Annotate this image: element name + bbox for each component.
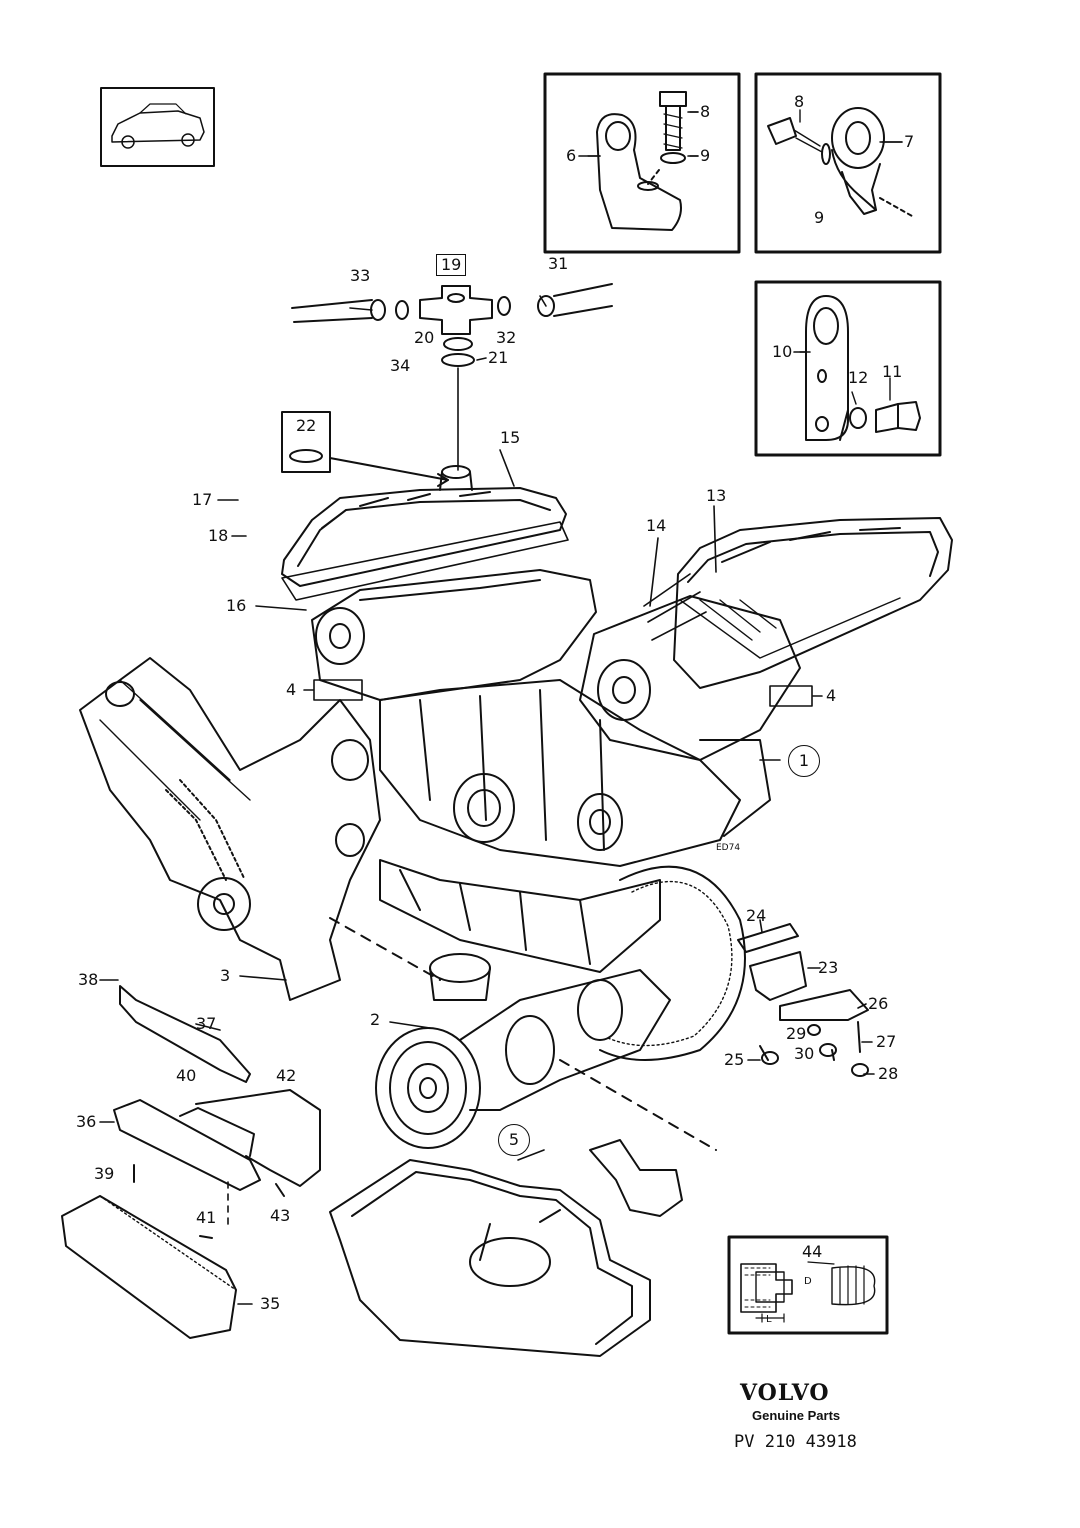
callout-33: 33 [350, 266, 371, 285]
callout-41: 41 [196, 1208, 217, 1227]
oil-pump [589, 1139, 683, 1217]
crank-seal-parts [61, 985, 321, 1339]
callout-42: 42 [276, 1066, 297, 1085]
callout-17: 17 [192, 490, 213, 509]
callout-36: 36 [76, 1112, 97, 1131]
brand-tagline: Genuine Parts [752, 1408, 841, 1423]
callout-25: 25 [724, 1050, 745, 1069]
callout-4b: 4 [826, 686, 837, 705]
callout-37: 37 [196, 1014, 217, 1033]
callout-34: 34 [390, 356, 411, 375]
callout-28: 28 [878, 1064, 899, 1083]
engine-mount [737, 923, 869, 1077]
callout-18: 18 [208, 526, 229, 545]
inset-bracket-10 [754, 280, 942, 457]
drawing-signature: ED74 [716, 843, 741, 853]
assembly-lines [329, 917, 717, 1151]
leader-lines [99, 111, 903, 1305]
callout-31: 31 [548, 254, 569, 273]
brand-logo: VOLVO [740, 1380, 830, 1406]
callout-8b: 8 [794, 92, 805, 111]
callout-27: 27 [876, 1032, 897, 1051]
rocker-cover-left [281, 465, 567, 587]
callout-44: 44 [802, 1242, 823, 1261]
dimension-l: L [766, 1314, 772, 1325]
callout-40: 40 [176, 1066, 197, 1085]
callout-32: 32 [496, 328, 517, 347]
callout-38: 38 [78, 970, 99, 989]
pcv-hose-assembly [281, 283, 613, 487]
callout-23: 23 [818, 958, 839, 977]
callout-21: 21 [488, 348, 509, 367]
engine-block [311, 569, 801, 973]
callout-14: 14 [646, 516, 667, 535]
callout-6: 6 [566, 146, 577, 165]
callout-10: 10 [772, 342, 793, 361]
callout-4a: 4 [286, 680, 297, 699]
callout-1: 1 [788, 745, 820, 777]
callout-2: 2 [370, 1010, 381, 1029]
rocker-cover-right [673, 517, 953, 689]
callout-12: 12 [848, 368, 869, 387]
dimension-d: D [804, 1276, 812, 1287]
car-thumbnail [100, 87, 215, 167]
callout-13: 13 [706, 486, 727, 505]
flywheel [599, 865, 746, 1061]
illustration-part-number: PV 210 43918 [734, 1432, 857, 1452]
callout-29: 29 [786, 1024, 807, 1043]
callout-22: 22 [296, 416, 317, 435]
callout-39: 39 [94, 1164, 115, 1183]
inset-stud-44 [727, 1235, 889, 1335]
crankshaft [375, 953, 671, 1149]
rocker-gaskets [281, 521, 707, 641]
callout-30: 30 [794, 1044, 815, 1063]
callout-9b: 9 [814, 208, 825, 227]
callout-9a: 9 [700, 146, 711, 165]
callout-20: 20 [414, 328, 435, 347]
callout-7: 7 [904, 132, 915, 151]
callout-26: 26 [868, 994, 889, 1013]
inset-bracket-7 [754, 72, 942, 254]
callout-11: 11 [882, 362, 903, 381]
callout-15: 15 [500, 428, 521, 447]
oil-pan [329, 1159, 651, 1357]
callout-8a: 8 [700, 102, 711, 121]
callout-16: 16 [226, 596, 247, 615]
callout-3: 3 [220, 966, 231, 985]
timing-cover [79, 657, 381, 1001]
callout-35: 35 [260, 1294, 281, 1313]
callout-24: 24 [746, 906, 767, 925]
callout-19: 19 [436, 254, 467, 276]
callout-43: 43 [270, 1206, 291, 1225]
callout-5: 5 [498, 1124, 530, 1156]
